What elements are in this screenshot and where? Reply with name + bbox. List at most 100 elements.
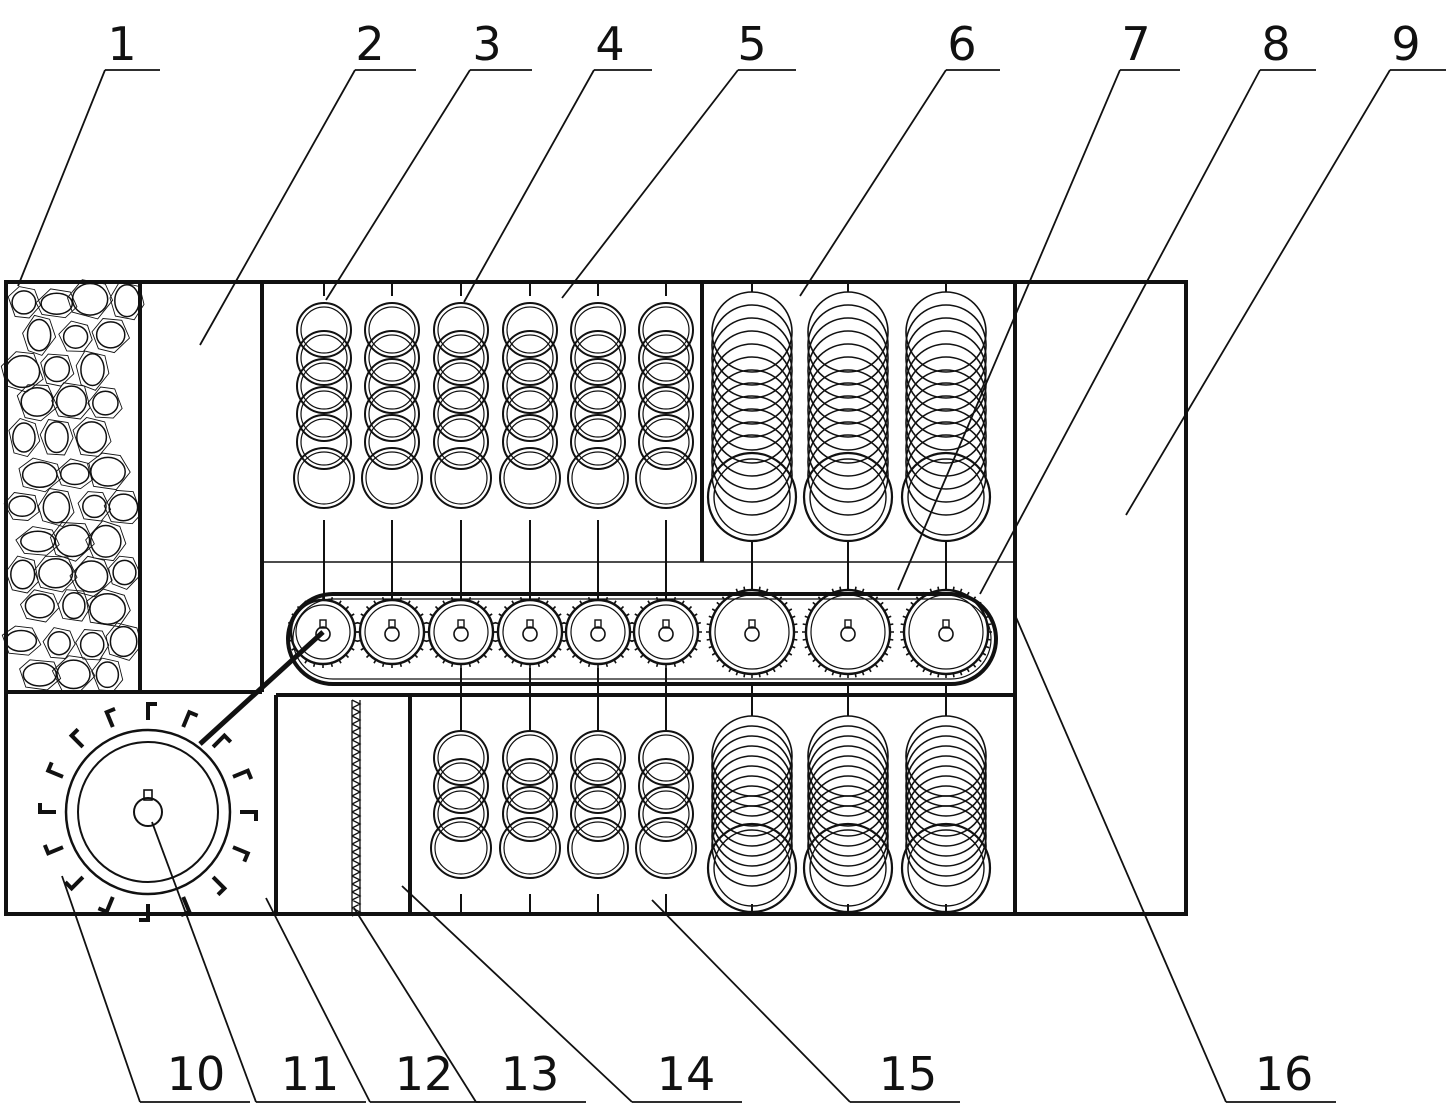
sprocket [358,598,426,666]
large-disc [711,317,793,399]
small-disc [638,358,694,414]
sprocket-inner [638,604,694,660]
filter-pebble [89,524,122,558]
filter-pebble [42,491,71,524]
filter-pebble [10,559,36,590]
small-disc-inner [368,306,416,354]
small-disc-inner [506,362,554,410]
small-disc-inner [642,762,690,810]
callout-label: 7 [1121,17,1150,71]
large-disc [711,785,793,867]
small-disc [502,358,558,414]
leader-line [1125,69,1391,516]
sprocket-inner [364,604,420,660]
sprocket-key [942,619,950,629]
sprocket-bore [384,626,400,642]
large-disc [807,317,889,399]
small-disc [502,330,558,386]
large-disc [905,356,987,438]
filter-cell [8,417,41,458]
wheel-bucket [211,875,228,897]
small-disc-inner [642,334,690,382]
large-disc [807,755,889,837]
small-disc-inner [503,451,557,505]
sprocket-key [594,619,602,629]
chain-drive [198,586,998,746]
large-disc [905,421,987,503]
large-disc [711,795,793,877]
callout-label: 16 [1255,1047,1314,1101]
small-disc [638,414,694,470]
filter-cell [86,588,131,628]
small-disc-inner [506,306,554,354]
sprocket [564,598,632,666]
leader-line [353,907,477,1103]
large-disc [905,330,987,412]
wheel-inner [77,741,219,883]
small-disc-inner [642,362,690,410]
small-disc [502,786,558,842]
filter-pebble [59,462,90,486]
small-disc-inner [300,418,348,466]
filter-pebble [95,661,120,689]
large-disc [807,395,889,477]
large-disc-bottom [802,822,894,914]
filter-pebble [62,324,89,349]
small-disc-inner [437,762,485,810]
small-disc [638,786,694,842]
filter-cell [57,589,91,622]
large-disc [905,735,987,817]
small-disc [635,447,697,509]
wheel-bucket [104,706,116,728]
filter-cell [3,492,40,521]
large-disc [711,421,793,503]
small-disc [570,358,626,414]
filter-cell [19,589,60,623]
filter-pebble [114,284,140,318]
small-disc [567,447,629,509]
sprocket-bore [522,626,538,642]
small-disc-inner [437,790,485,838]
small-disc-inner [574,734,622,782]
wheel-bucket [232,845,251,863]
filter-pebble [112,559,137,586]
large-disc [711,291,793,373]
sprocket-inner [570,604,626,660]
filter-pebble [44,421,69,454]
small-disc-inner [506,334,554,382]
small-disc [364,358,420,414]
small-disc-inner [574,762,622,810]
sprocket [708,588,796,676]
filter-cell [75,350,110,391]
sprocket-teeth [802,586,894,678]
small-disc-inner [437,734,485,782]
large-disc-bottom [706,451,798,543]
large-disc [807,785,889,867]
large-disc-bottom [706,822,798,914]
callout-label: 14 [657,1047,716,1101]
wheel-bucket [68,727,85,749]
small-disc [364,330,420,386]
callout-label: 9 [1391,17,1420,71]
callout-label: 11 [281,1047,340,1101]
wheel-bucket [45,761,64,779]
small-disc [570,330,626,386]
filter-pebble [4,355,41,389]
mesh-zigzag [351,699,362,917]
small-disc-inner [300,362,348,410]
filter-cell [105,622,142,661]
small-disc-inner [642,734,690,782]
sprocket [804,588,892,676]
callout-label: 6 [947,17,976,71]
small-disc-inner [642,418,690,466]
large-disc [807,343,889,425]
small-disc [430,817,492,879]
leader-line [651,899,851,1103]
filter-cell [35,288,78,319]
large-disc-bottom [900,451,992,543]
leader-line [199,69,356,346]
small-disc [638,302,694,358]
leader-line [401,885,633,1103]
callout-label: 1 [107,17,136,71]
sprocket-key [662,619,670,629]
